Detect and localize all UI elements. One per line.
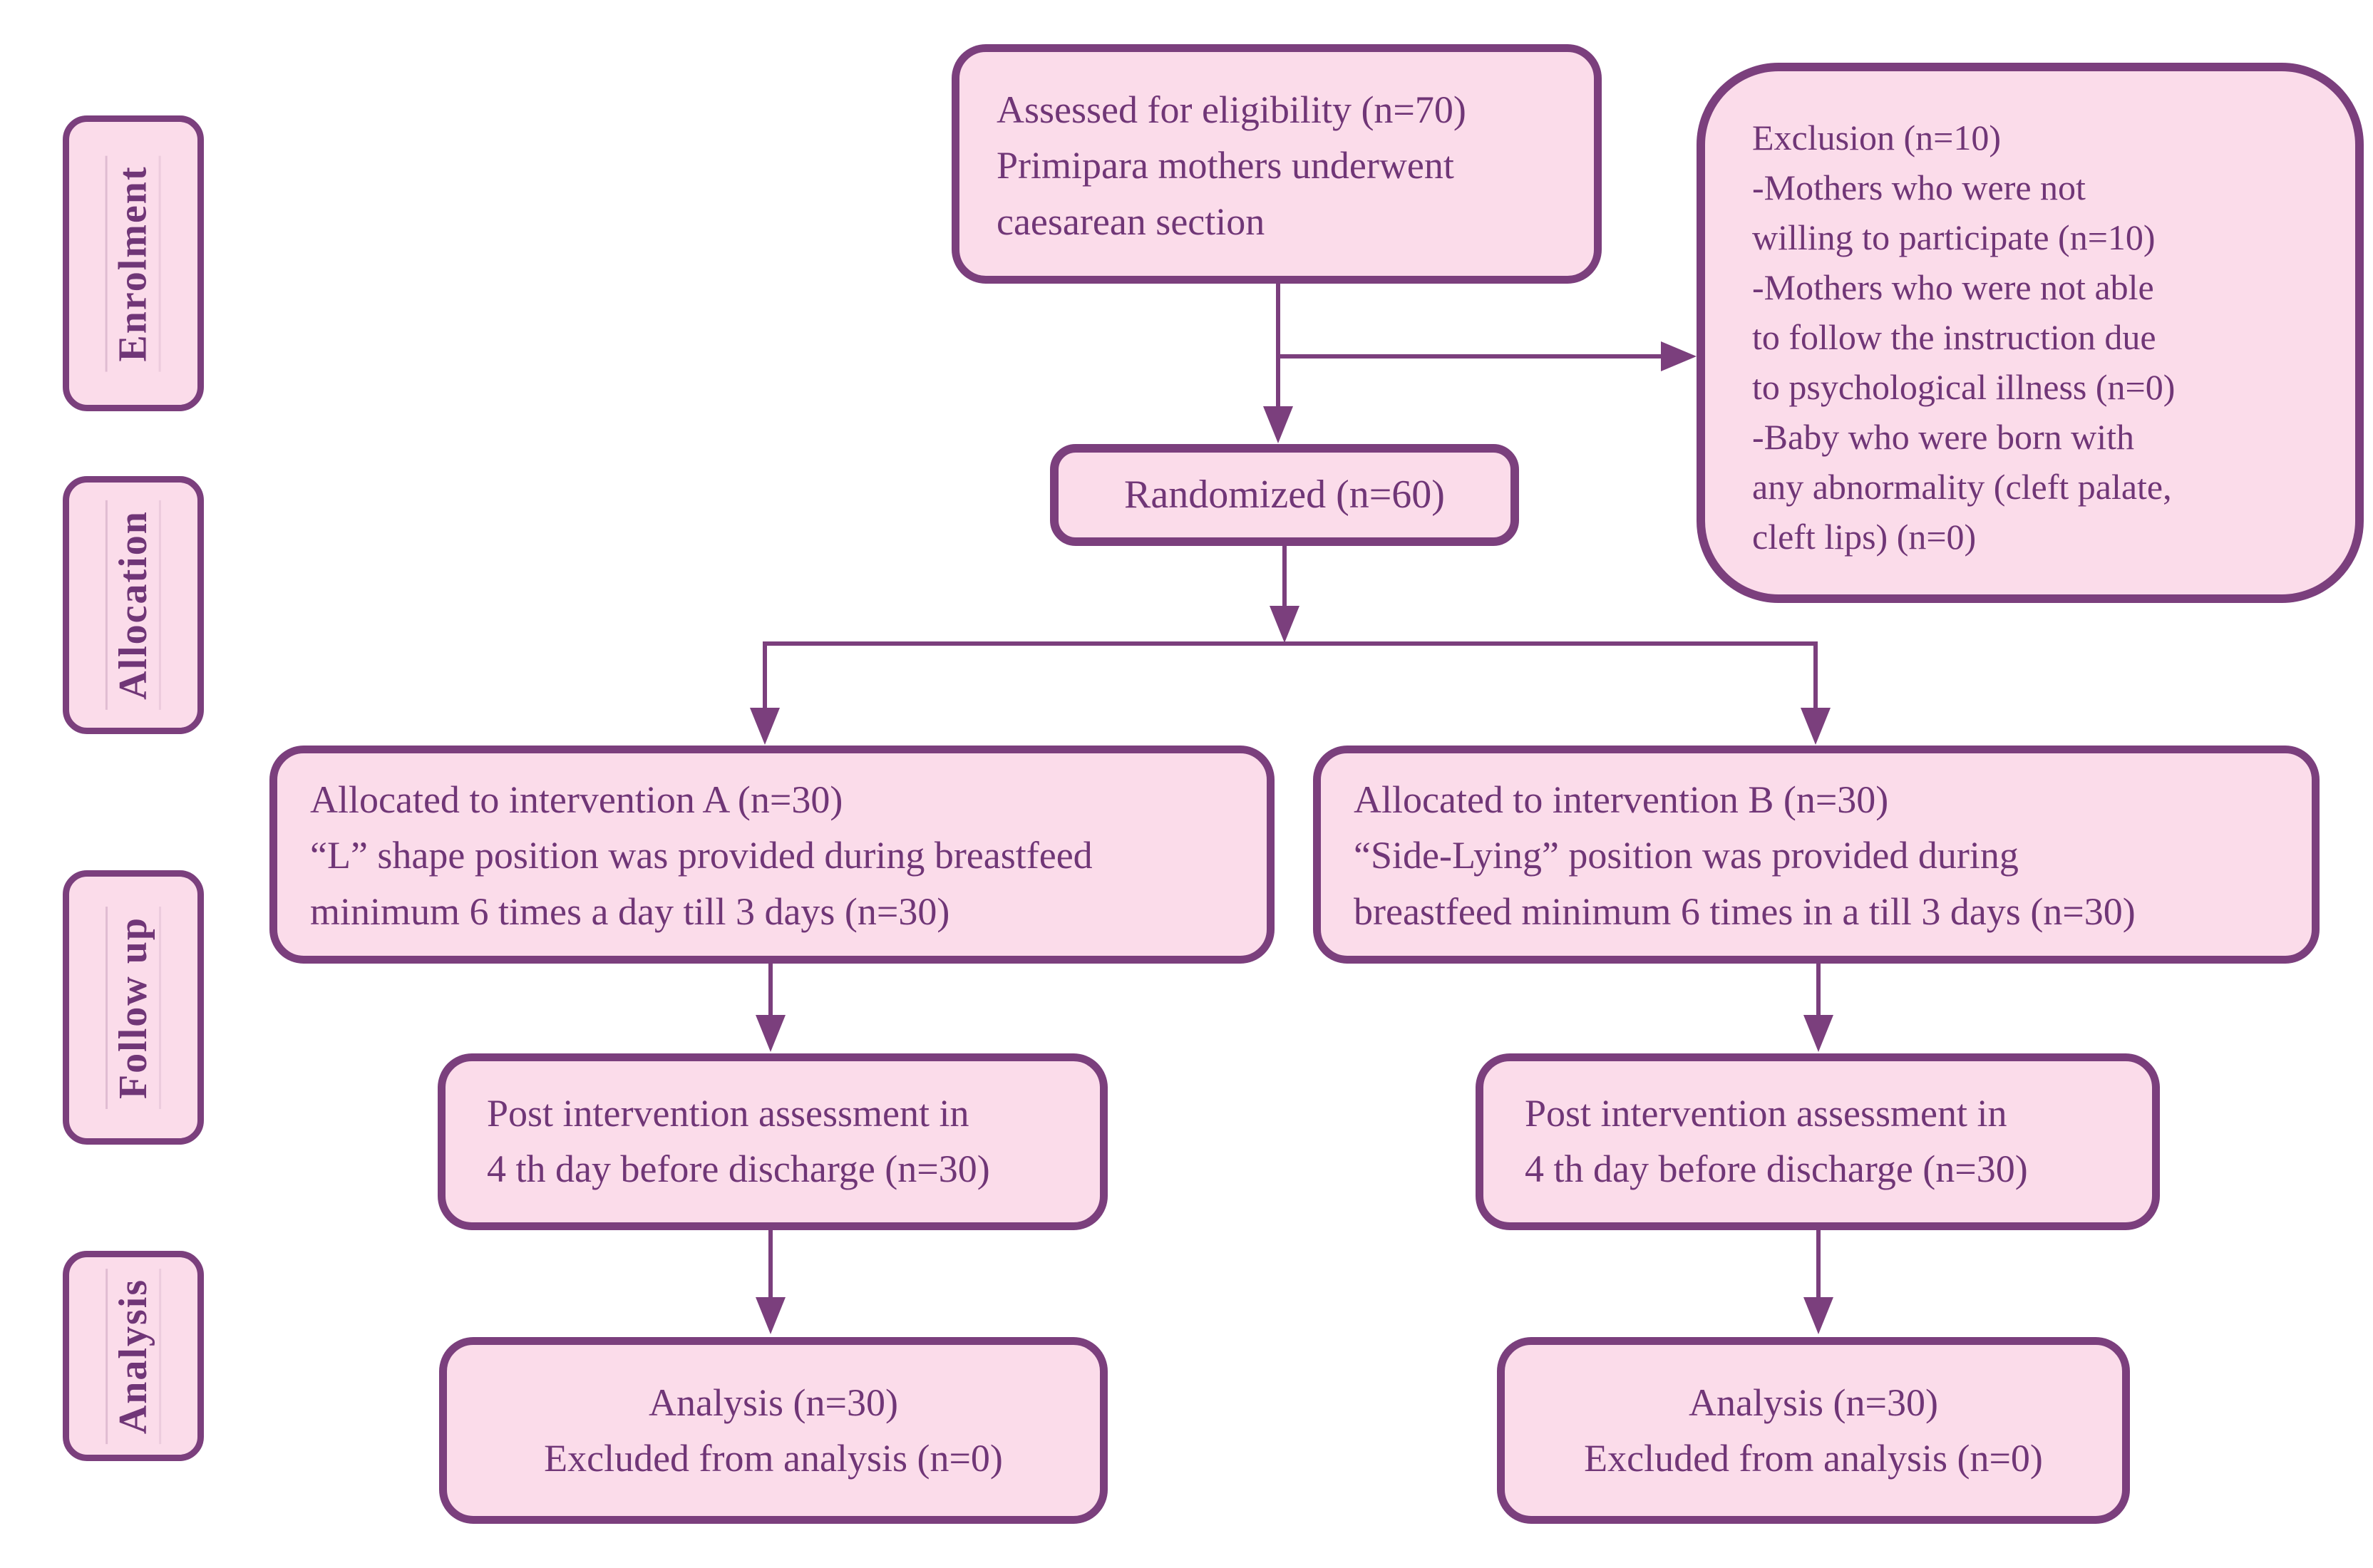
flow-line-follow-b-stem — [1816, 1230, 1821, 1299]
exclusion-line-8: any abnormality (cleft palate, — [1752, 467, 2172, 507]
allocation-a-line-2: “L” shape position was provided during b… — [310, 834, 1093, 877]
assessed-line-3: caesarean section — [997, 200, 1265, 243]
flow-line-split — [763, 641, 1818, 646]
analysis-a-line-2: Excluded from analysis (n=0) — [544, 1437, 1003, 1480]
arrowhead-into-alloc-a — [750, 708, 780, 745]
allocation-b-line-3: breastfeed minimum 6 times in a till 3 d… — [1354, 889, 2136, 933]
exclusion-line-5: to follow the instruction due — [1752, 317, 2156, 357]
stage-box-analysis: Analysis — [63, 1251, 204, 1461]
follow-up-a-box: Post intervention assessment in 4 th day… — [438, 1053, 1108, 1230]
analysis-a-line-1: Analysis (n=30) — [649, 1381, 898, 1424]
exclusion-line-6: to psychological illness (n=0) — [1752, 367, 2176, 407]
arrowhead-into-analysis-a — [756, 1297, 786, 1334]
follow-up-a-line-2: 4 th day before discharge (n=30) — [487, 1147, 990, 1191]
stage-label-follow-up: Follow up — [105, 906, 161, 1109]
analysis-b-line-2: Excluded from analysis (n=0) — [1584, 1437, 2043, 1480]
assessed-for-eligibility-box: Assessed for eligibility (n=70) Primipar… — [952, 44, 1602, 284]
allocation-b-box: Allocated to intervention B (n=30) “Side… — [1313, 746, 2320, 964]
analysis-a-box: Analysis (n=30) Excluded from analysis (… — [439, 1337, 1108, 1524]
arrowhead-into-split — [1270, 606, 1299, 643]
arrowhead-into-follow-b — [1803, 1015, 1833, 1052]
exclusion-line-7: -Baby who were born with — [1752, 417, 2134, 457]
flow-line-assessed-stem — [1276, 284, 1280, 413]
flow-line-split-left — [763, 641, 767, 709]
allocation-b-line-1: Allocated to intervention B (n=30) — [1354, 778, 1889, 821]
arrowhead-into-follow-a — [756, 1015, 786, 1052]
stage-box-allocation: Allocation — [63, 476, 204, 734]
exclusion-line-4: -Mothers who were not able — [1752, 267, 2154, 307]
randomized-box: Randomized (n=60) — [1050, 444, 1519, 546]
arrowhead-into-exclusion — [1661, 341, 1697, 371]
allocation-a-line-3: minimum 6 times a day till 3 days (n=30) — [310, 889, 950, 933]
stage-box-enrolment: Enrolment — [63, 115, 204, 411]
follow-up-a-line-1: Post intervention assessment in — [487, 1092, 969, 1135]
flow-line-alloc-a-stem — [768, 964, 773, 1016]
follow-up-b-line-2: 4 th day before discharge (n=30) — [1525, 1147, 2028, 1191]
exclusion-line-1: Exclusion (n=10) — [1752, 118, 2001, 158]
flow-line-follow-a-stem — [768, 1230, 773, 1299]
analysis-b-line-1: Analysis (n=30) — [1689, 1381, 1938, 1424]
stage-box-follow-up: Follow up — [63, 870, 204, 1145]
arrowhead-into-randomized — [1263, 406, 1293, 443]
exclusion-line-9: cleft lips) (n=0) — [1752, 517, 1977, 557]
flow-line-exclusion-branch — [1278, 354, 1661, 359]
flow-line-randomized-stem — [1282, 546, 1287, 607]
flow-line-split-right — [1813, 641, 1818, 709]
stage-label-analysis: Analysis — [105, 1268, 162, 1444]
stage-label-allocation: Allocation — [105, 500, 162, 710]
assessed-line-2: Primipara mothers underwent — [997, 144, 1454, 187]
assessed-line-1: Assessed for eligibility (n=70) — [997, 88, 1466, 131]
allocation-a-line-1: Allocated to intervention A (n=30) — [310, 778, 843, 821]
follow-up-b-box: Post intervention assessment in 4 th day… — [1476, 1053, 2160, 1230]
analysis-b-box: Analysis (n=30) Excluded from analysis (… — [1497, 1337, 2130, 1524]
exclusion-line-3: willing to participate (n=10) — [1752, 217, 2156, 257]
exclusion-box: Exclusion (n=10) -Mothers who were not w… — [1697, 63, 2364, 603]
exclusion-line-2: -Mothers who were not — [1752, 167, 2086, 207]
follow-up-b-line-1: Post intervention assessment in — [1525, 1092, 2007, 1135]
flow-line-alloc-b-stem — [1816, 964, 1821, 1016]
arrowhead-into-alloc-b — [1801, 708, 1831, 745]
randomized-line-1: Randomized (n=60) — [1124, 472, 1445, 517]
allocation-b-line-2: “Side-Lying” position was provided durin… — [1354, 834, 2019, 877]
allocation-a-box: Allocated to intervention A (n=30) “L” s… — [269, 746, 1275, 964]
arrowhead-into-analysis-b — [1803, 1297, 1833, 1334]
stage-label-enrolment: Enrolment — [105, 155, 162, 372]
